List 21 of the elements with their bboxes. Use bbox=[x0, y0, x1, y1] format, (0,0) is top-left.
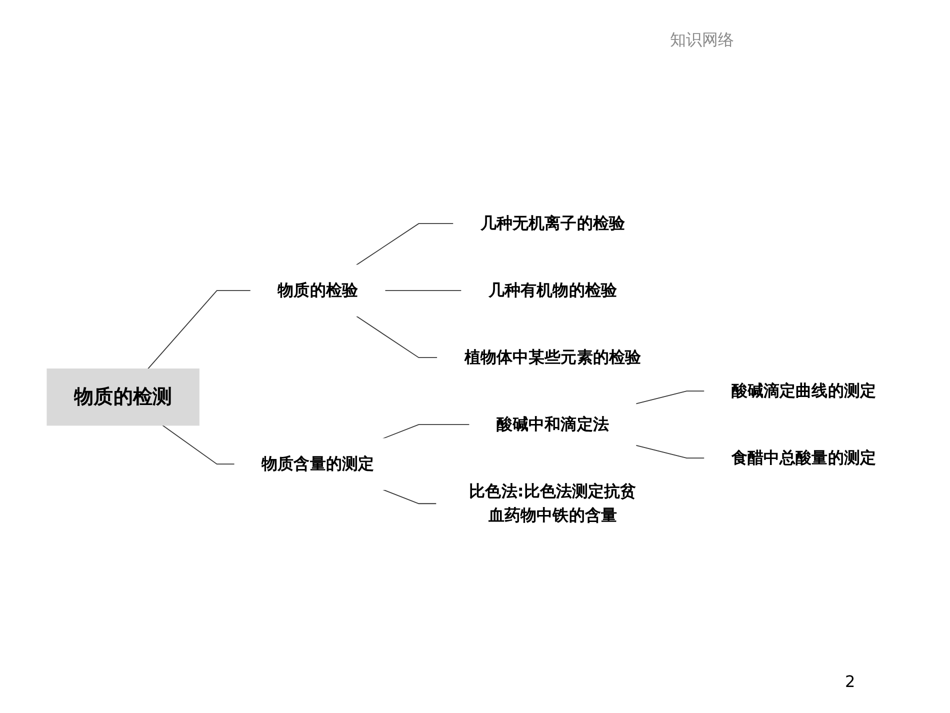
node-box: 物质的检测 bbox=[46, 368, 200, 426]
node-text: 几种无机离子的检验 bbox=[480, 214, 626, 234]
node-text: 物质的检验 bbox=[278, 282, 358, 300]
node-text: 植物体中某些元素的检验 bbox=[464, 348, 642, 368]
connector bbox=[635, 390, 705, 405]
node-text: 酸碱滴定曲线的测定 bbox=[731, 382, 876, 401]
node-text: 酸碱中和滴定法 bbox=[496, 416, 609, 434]
connector bbox=[162, 425, 236, 465]
header-text: 知识网络 bbox=[670, 30, 734, 51]
node-text: 几种有机物的检验 bbox=[488, 282, 618, 300]
node-text: 比色法:比色法测定抗贫血药物中铁的含量 bbox=[469, 482, 636, 526]
connector bbox=[384, 290, 462, 292]
page-number: 2 bbox=[845, 672, 856, 691]
connector bbox=[635, 445, 705, 459]
connector bbox=[147, 290, 252, 370]
node-text: 食醋中总酸量的测定 bbox=[731, 449, 876, 468]
connector bbox=[382, 489, 438, 504]
connector bbox=[382, 424, 470, 440]
connector bbox=[356, 224, 454, 266]
node-text: 物质含量的测定 bbox=[262, 455, 374, 474]
connector bbox=[356, 316, 438, 358]
